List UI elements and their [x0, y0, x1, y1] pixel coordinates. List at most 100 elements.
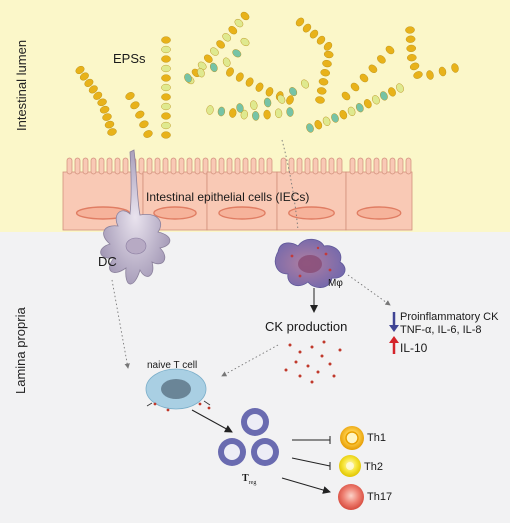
eps-bead — [289, 87, 298, 97]
ck-to-tcell-path — [221, 344, 279, 377]
lamina-propria-region — [0, 232, 510, 523]
th2-cell — [339, 455, 361, 477]
eps-bead — [413, 71, 423, 79]
eps-bead — [322, 116, 331, 126]
treg-inhibition-lines — [291, 436, 331, 470]
dendritic-cell — [100, 149, 171, 285]
eps-chain — [426, 63, 459, 80]
eps-chain — [184, 37, 250, 83]
eps-bead — [350, 82, 360, 92]
eps-bead — [451, 63, 459, 73]
eps-bead — [161, 112, 171, 120]
eps-bead — [406, 44, 416, 53]
eps-bead — [314, 120, 323, 130]
eps-bead — [323, 41, 333, 51]
eps-bead — [380, 91, 388, 101]
lamina-propria-label: Lamina propria — [13, 307, 28, 394]
treg-to-th17-arrow — [281, 477, 331, 494]
eps-bead — [236, 103, 244, 113]
treg-label: Treg — [242, 473, 257, 487]
eps-bead — [240, 37, 250, 47]
proinflammatory-ck-label: Proinflammatory CK — [400, 311, 499, 323]
eps-bead — [234, 18, 244, 28]
eps-bead — [203, 54, 213, 63]
eps-bead — [245, 77, 254, 87]
eps-bead — [206, 105, 214, 115]
eps-bead — [323, 50, 334, 59]
th17-cell — [338, 484, 364, 510]
eps-bead — [363, 99, 372, 109]
eps-bead — [377, 55, 386, 64]
eps-bead — [130, 101, 140, 110]
eps-bead — [161, 36, 171, 44]
eps-bead — [75, 65, 85, 75]
eps-bead — [263, 109, 271, 120]
eps-bead — [222, 57, 231, 67]
dc-to-tcell-path — [111, 279, 130, 369]
eps-bead — [263, 97, 272, 108]
eps-bead — [438, 66, 447, 77]
eps-bead — [339, 110, 348, 120]
eps-bead — [409, 62, 420, 71]
eps-chains — [75, 11, 459, 139]
eps-chain — [405, 26, 423, 79]
eps-chain — [125, 92, 153, 138]
eps-bead — [88, 85, 98, 94]
eps-bead — [84, 78, 94, 87]
eps-bead — [210, 47, 219, 56]
eps-bead — [347, 106, 356, 117]
eps-chain — [161, 36, 171, 139]
eps-bead — [388, 87, 396, 97]
epithelial-cell — [276, 157, 347, 231]
eps-bead — [197, 68, 205, 78]
th1-cell — [340, 426, 364, 450]
eps-bead — [322, 59, 332, 68]
eps-bead — [99, 105, 110, 114]
eps-bead — [316, 35, 326, 45]
eps-bead — [277, 94, 286, 104]
proinflammatory-down-arrow — [389, 312, 399, 332]
eps-bead — [229, 108, 237, 118]
eps-bead — [228, 26, 238, 35]
naive-t-cell-label: naive T cell — [147, 360, 198, 371]
macrophage-label: Mφ — [328, 278, 343, 289]
macrophage-to-ck-path — [347, 274, 391, 306]
epithelial-cell — [345, 157, 413, 231]
eps-chain — [206, 105, 294, 121]
th1-label: Th1 — [367, 432, 386, 444]
eps-bead — [161, 55, 171, 63]
eps-bead — [235, 72, 244, 82]
eps-to-macrophage-path — [281, 139, 299, 231]
eps-chain — [295, 17, 334, 104]
eps-bead — [306, 123, 314, 133]
eps-bead — [222, 33, 232, 42]
eps-bead — [372, 95, 380, 105]
th2-label: Th2 — [364, 461, 383, 473]
eps-bead — [250, 100, 258, 110]
eps-bead — [318, 78, 329, 86]
epithelial-cell-layer — [62, 157, 413, 231]
cytokine-list-label: TNF-α, IL-6, IL-8 — [400, 324, 482, 336]
eps-bead — [216, 40, 225, 49]
ck-production-label: CK production — [265, 319, 348, 334]
macrophage-cell — [274, 238, 346, 288]
eps-bead — [161, 102, 171, 111]
eps-bead — [161, 64, 171, 73]
eps-bead — [331, 113, 339, 123]
eps-chain — [341, 45, 395, 101]
eps-bead — [252, 111, 260, 121]
eps-bead — [125, 92, 135, 100]
th17-label: Th17 — [367, 491, 393, 503]
eps-bead — [265, 87, 274, 97]
eps-bead — [184, 73, 192, 83]
eps-bead — [161, 83, 171, 92]
eps-bead — [161, 131, 171, 139]
eps-bead — [341, 91, 351, 101]
eps-bead — [426, 70, 434, 80]
eps-chain — [236, 79, 309, 113]
eps-bead — [255, 82, 264, 92]
eps-bead — [274, 108, 283, 119]
eps-bead — [240, 109, 248, 120]
eps-bead — [161, 121, 171, 130]
